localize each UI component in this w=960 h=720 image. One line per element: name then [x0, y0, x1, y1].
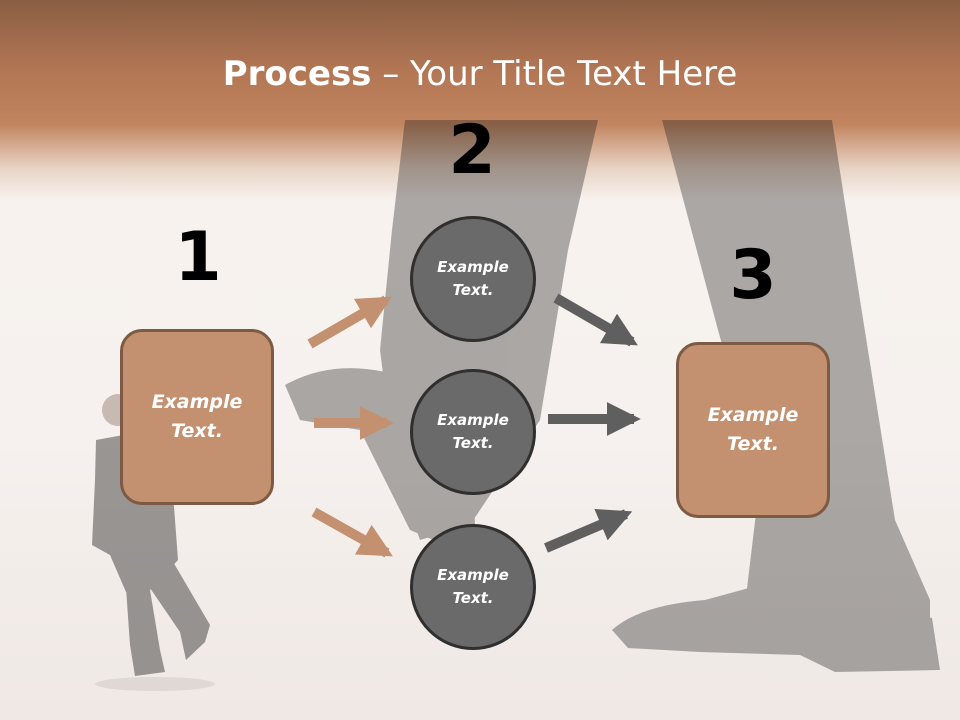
arrow-1-to-circle-3 [311, 507, 393, 558]
title-rest: – Your Title Text Here [371, 54, 738, 94]
slide-title: Process – Your Title Text Here [0, 52, 960, 96]
step-2-circle-3[interactable]: Example Text. [410, 524, 536, 650]
title-banner [0, 0, 960, 200]
step-3-text: Example Text. [707, 404, 799, 455]
step-2-circle-2-text: Example Text. [437, 411, 509, 452]
step-3-box[interactable]: Example Text. [676, 342, 830, 518]
step-2-circle-1-text: Example Text. [437, 258, 509, 299]
step-1-number: 1 [174, 218, 222, 297]
step-2-circle-1[interactable]: Example Text. [410, 216, 536, 342]
title-bold: Process [222, 54, 372, 94]
arrow-circle-1-to-3 [553, 293, 638, 347]
step-1-text: Example Text. [151, 391, 243, 442]
arrow-1-to-circle-1 [307, 295, 392, 349]
step-1-box[interactable]: Example Text. [120, 329, 274, 505]
step-3-number: 3 [729, 236, 777, 315]
step-2-circle-2[interactable]: Example Text. [410, 369, 536, 495]
step-2-circle-3-text: Example Text. [437, 566, 509, 607]
step-2-number: 2 [448, 111, 496, 190]
arrow-circle-3-to-3 [544, 508, 633, 553]
giant-right-shoe [612, 585, 940, 672]
